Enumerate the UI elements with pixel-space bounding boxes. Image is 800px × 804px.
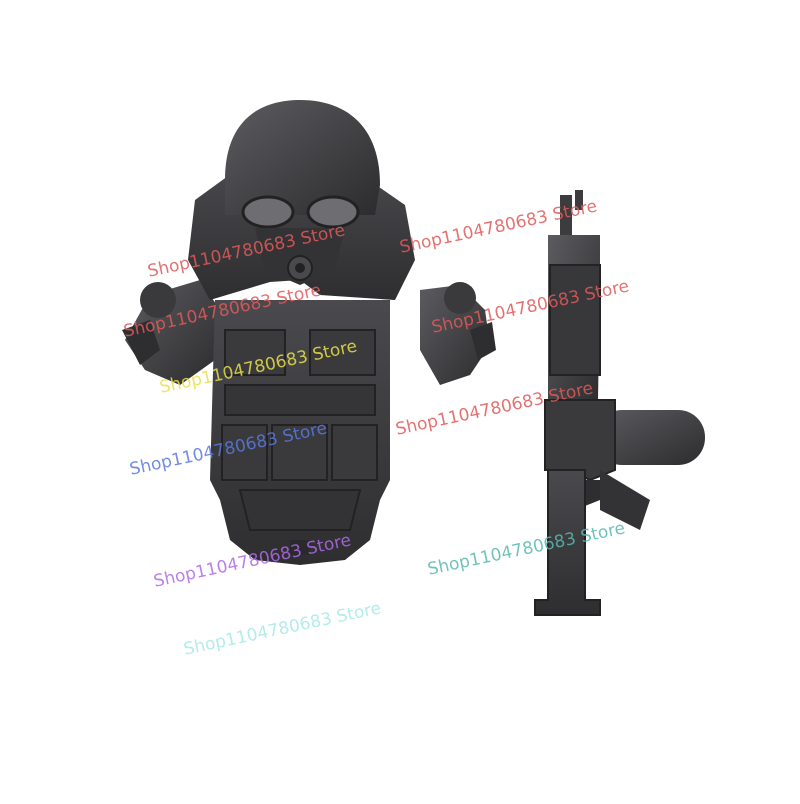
- armor-bust: [122, 100, 496, 565]
- rifle: [534, 190, 705, 616]
